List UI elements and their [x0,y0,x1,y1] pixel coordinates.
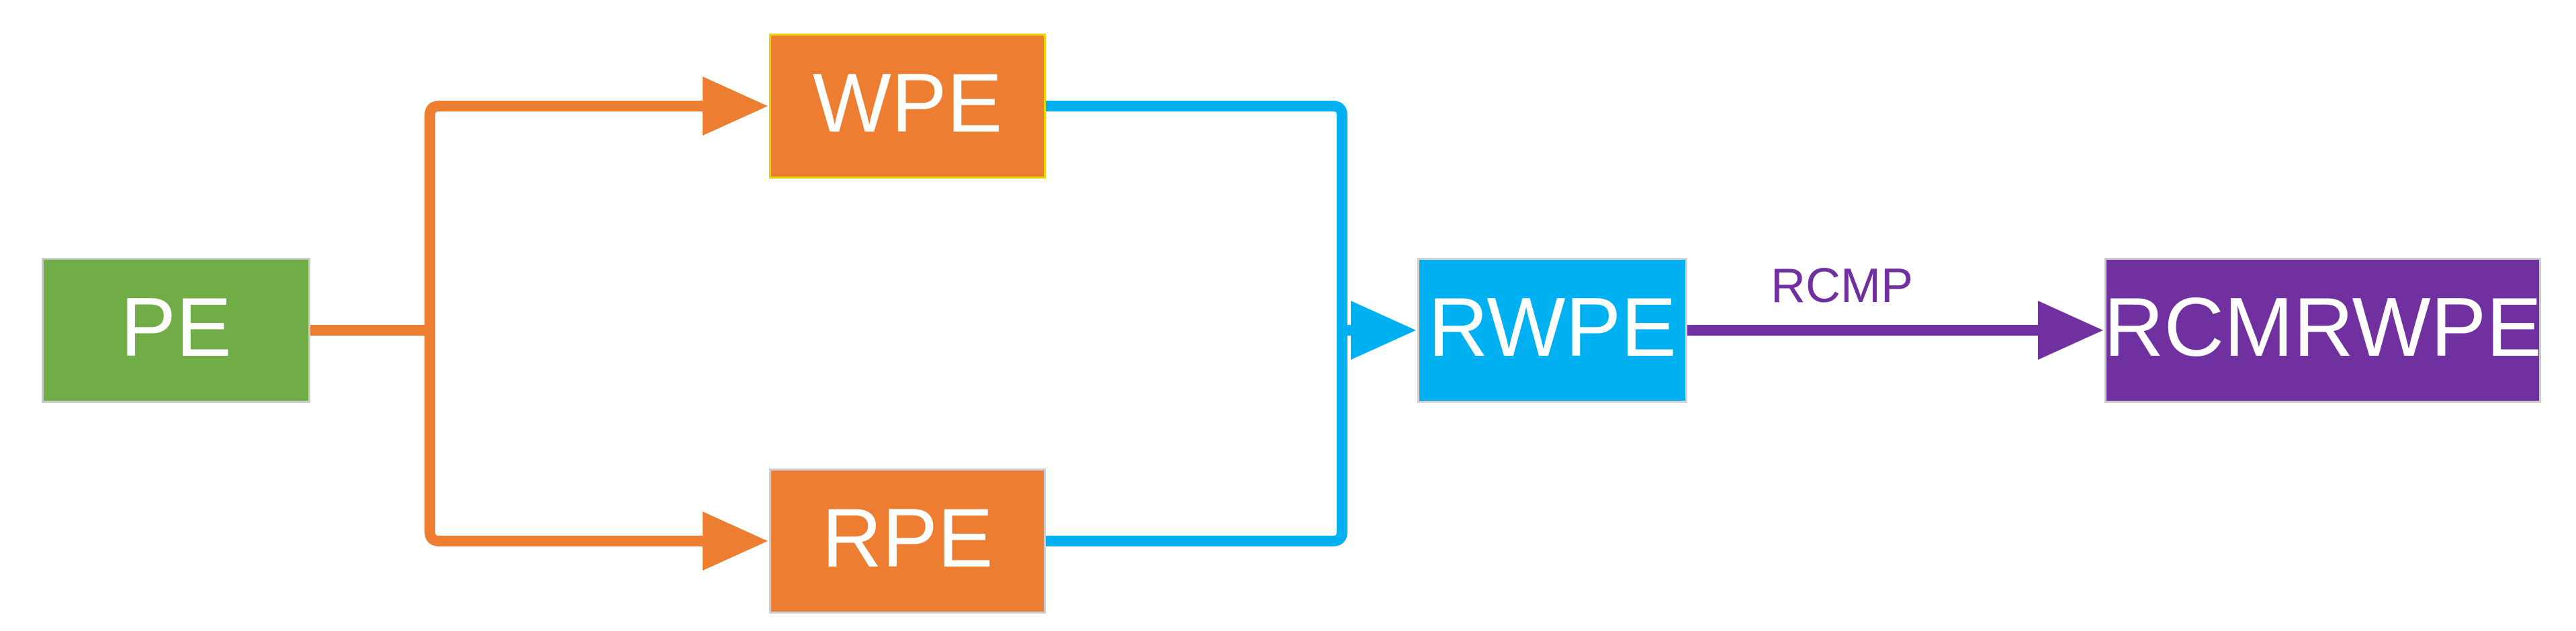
node-pe-label: PE [120,281,232,374]
arrowhead-icon [703,512,768,571]
edge-line [305,101,709,336]
node-wpe-label: WPE [812,57,1003,150]
edge-line [1042,101,1357,546]
edge-rwpe-to-rcmrwpe: RCMP [1683,259,2103,360]
node-wpe: WPE [769,34,1046,179]
node-rwpe: RWPE [1417,258,1687,403]
edge-label-rcmp: RCMP [1771,259,1913,313]
node-rpe: RPE [769,469,1046,614]
node-rcmrwpe-label: RCMRWPE [2103,281,2542,374]
node-rcmrwpe: RCMRWPE [2103,258,2542,403]
node-pe: PE [42,258,310,403]
edge-line [425,325,709,546]
node-rwpe-label: RWPE [1428,281,1677,374]
arrowhead-icon [1351,301,1416,360]
arrowhead-icon [703,77,768,136]
edge-pe-to-wpe [305,77,768,336]
node-rpe-label: RPE [821,492,993,585]
edge-pe-to-rpe [425,325,768,571]
edge-wpe-rpe-to-rwpe [1042,101,1416,546]
arrowhead-icon [2038,301,2103,360]
